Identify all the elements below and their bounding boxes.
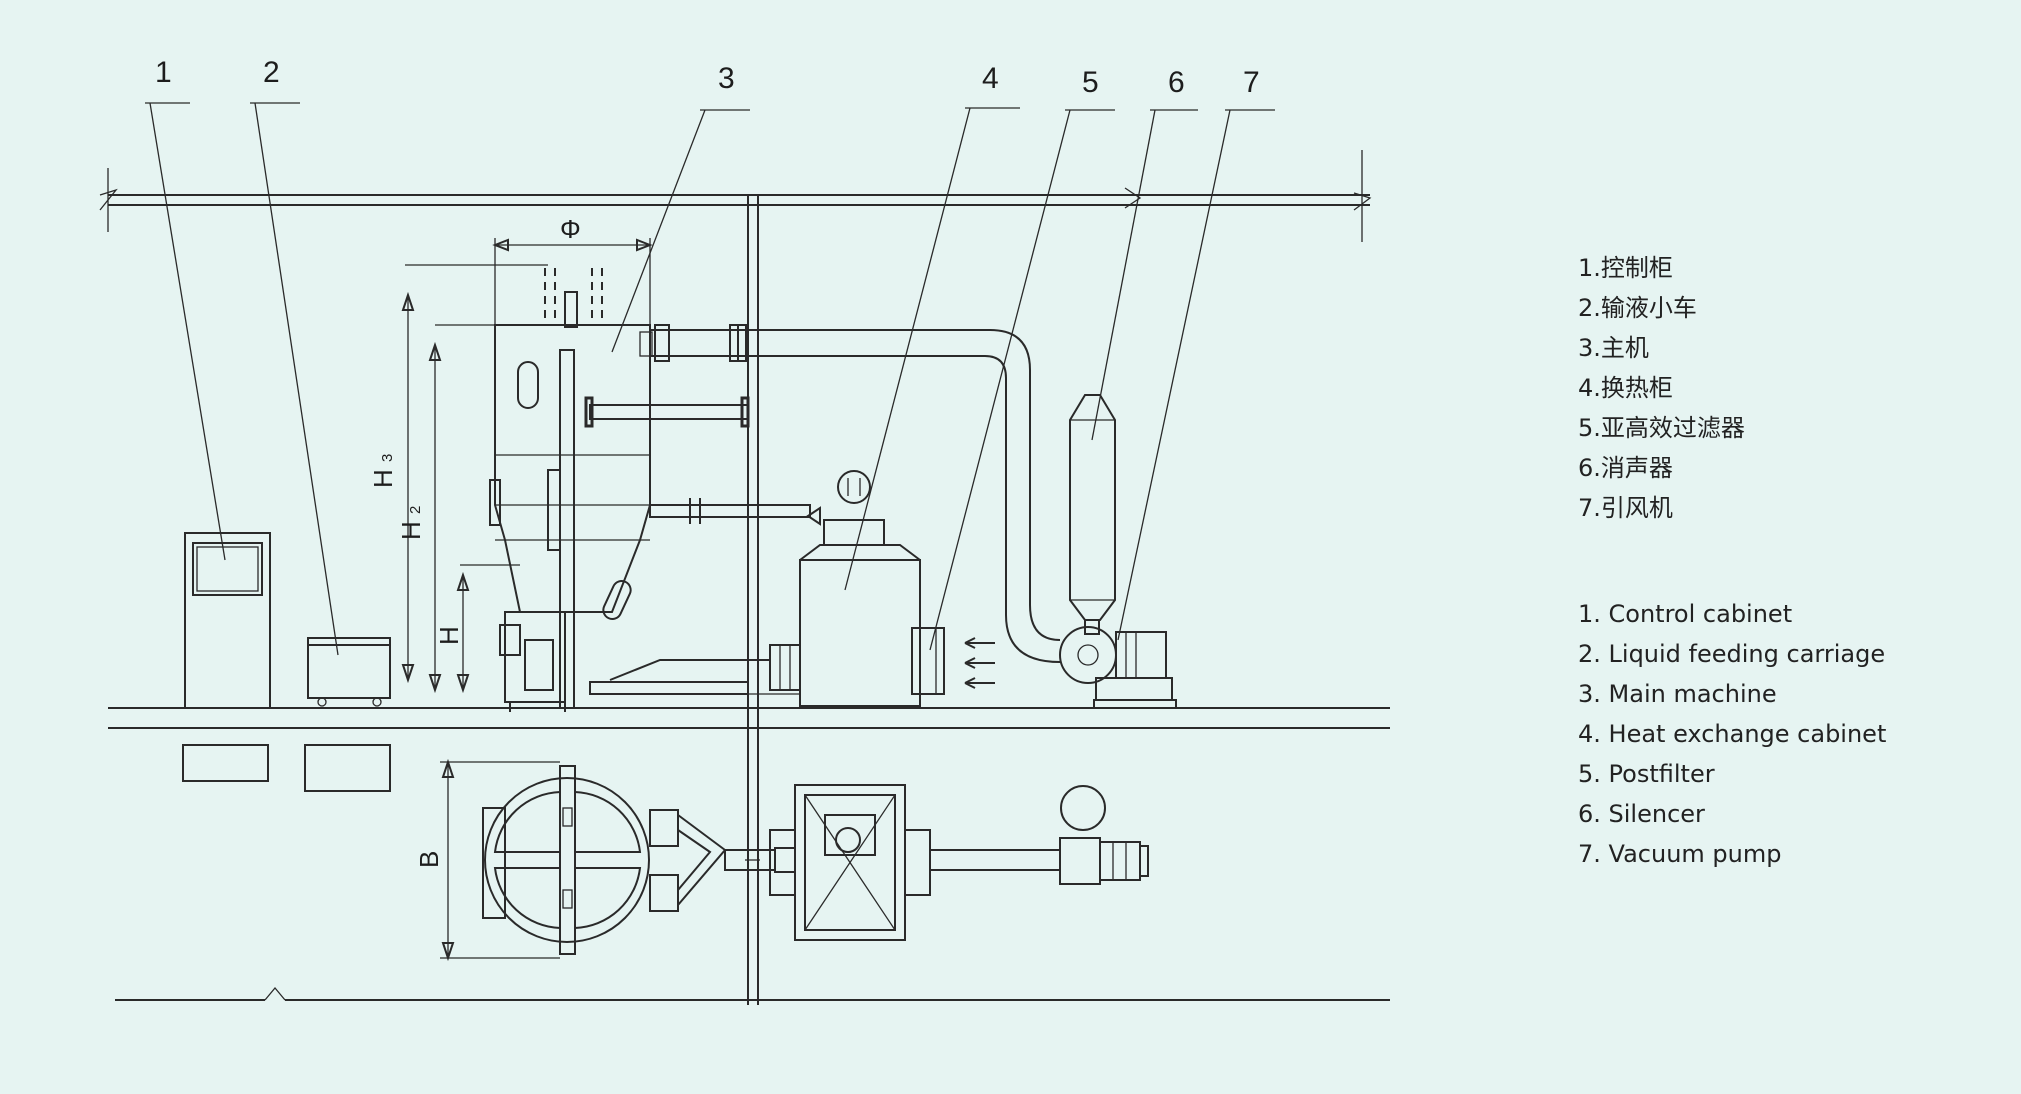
- callout-4-label: 4: [982, 62, 999, 95]
- legend-en-item: 4. Heat exchange cabinet: [1578, 720, 1887, 748]
- legend-cn-item: 3.主机: [1578, 334, 1649, 362]
- legend-cn-item: 7.引风机: [1578, 494, 1673, 522]
- control-cabinet: [184, 532, 271, 709]
- callout-5-label: 5: [1082, 66, 1099, 99]
- dim-h3-label: H: [368, 469, 398, 488]
- liquid-feeding-carriage: [307, 637, 391, 707]
- control-cabinet-plan: [182, 744, 269, 782]
- heat-exchange-cabinet-plan: [769, 784, 931, 941]
- callout-6-label: 6: [1168, 66, 1185, 99]
- callout-2: 2: [250, 56, 339, 656]
- dimension-h: H: [434, 564, 520, 694]
- callout-5: 5: [929, 66, 1115, 651]
- dimension-b: B: [414, 758, 560, 962]
- main-machine-plan: [482, 765, 727, 955]
- plan-floor-line: [115, 986, 1390, 1001]
- legend-en-item: 7. Vacuum pump: [1578, 840, 1782, 868]
- legend-en-item: 1. Control cabinet: [1578, 600, 1793, 628]
- liquid-carriage-plan: [304, 744, 391, 792]
- exhaust-duct: [639, 324, 1061, 663]
- wall-column: [747, 195, 759, 1005]
- legend-english: 1. Control cabinet 2. Liquid feeding car…: [1578, 594, 1886, 874]
- callout-3: 3: [611, 62, 750, 353]
- legend-chinese: 1.控制柜 2.输液小车 3.主机 4.换热柜 5.亚高效过滤器 6.消声器 7…: [1578, 248, 1745, 528]
- dimension-h3: H 3: [368, 264, 548, 684]
- legend-en-item: 5. Postfilter: [1578, 760, 1715, 788]
- dimension-h2: H 2: [396, 324, 495, 694]
- callout-1-label: 1: [155, 56, 172, 89]
- silencer: [1069, 394, 1116, 635]
- dim-phi-label: Φ: [560, 214, 581, 244]
- ceiling-line: [99, 150, 1372, 242]
- dim-h3-sub: 3: [379, 454, 396, 462]
- dim-b-label: B: [414, 851, 444, 868]
- legend-cn-item: 2.输液小车: [1578, 294, 1697, 322]
- callout-6: 6: [1091, 66, 1198, 441]
- legend-cn-item: 1.控制柜: [1578, 254, 1673, 282]
- callout-7-label: 7: [1243, 66, 1260, 99]
- callout-3-label: 3: [718, 62, 735, 95]
- dim-h-label: H: [434, 626, 464, 645]
- vacuum-pump-plan: [1059, 785, 1149, 885]
- postfilter: [911, 627, 995, 695]
- callout-2-label: 2: [263, 56, 280, 89]
- callout-1: 1: [145, 56, 226, 561]
- callout-4: 4: [844, 62, 1020, 591]
- legend-en-item: 6. Silencer: [1578, 800, 1705, 828]
- callout-7: 7: [1117, 66, 1275, 641]
- main-machine: [489, 268, 811, 712]
- legend-en-item: 2. Liquid feeding carriage: [1578, 640, 1886, 668]
- vacuum-pump: [1059, 626, 1177, 709]
- dim-h2-label: H: [396, 521, 426, 540]
- legend-cn-item: 4.换热柜: [1578, 374, 1673, 402]
- legend-en-item: 3. Main machine: [1578, 680, 1777, 708]
- dim-h2-sub: 2: [407, 506, 424, 514]
- legend-cn-item: 5.亚高效过滤器: [1578, 414, 1745, 442]
- legend-cn-item: 6.消声器: [1578, 454, 1673, 482]
- dimension-phi: Φ: [492, 214, 653, 325]
- exhaust-duct-plan: [745, 849, 1061, 871]
